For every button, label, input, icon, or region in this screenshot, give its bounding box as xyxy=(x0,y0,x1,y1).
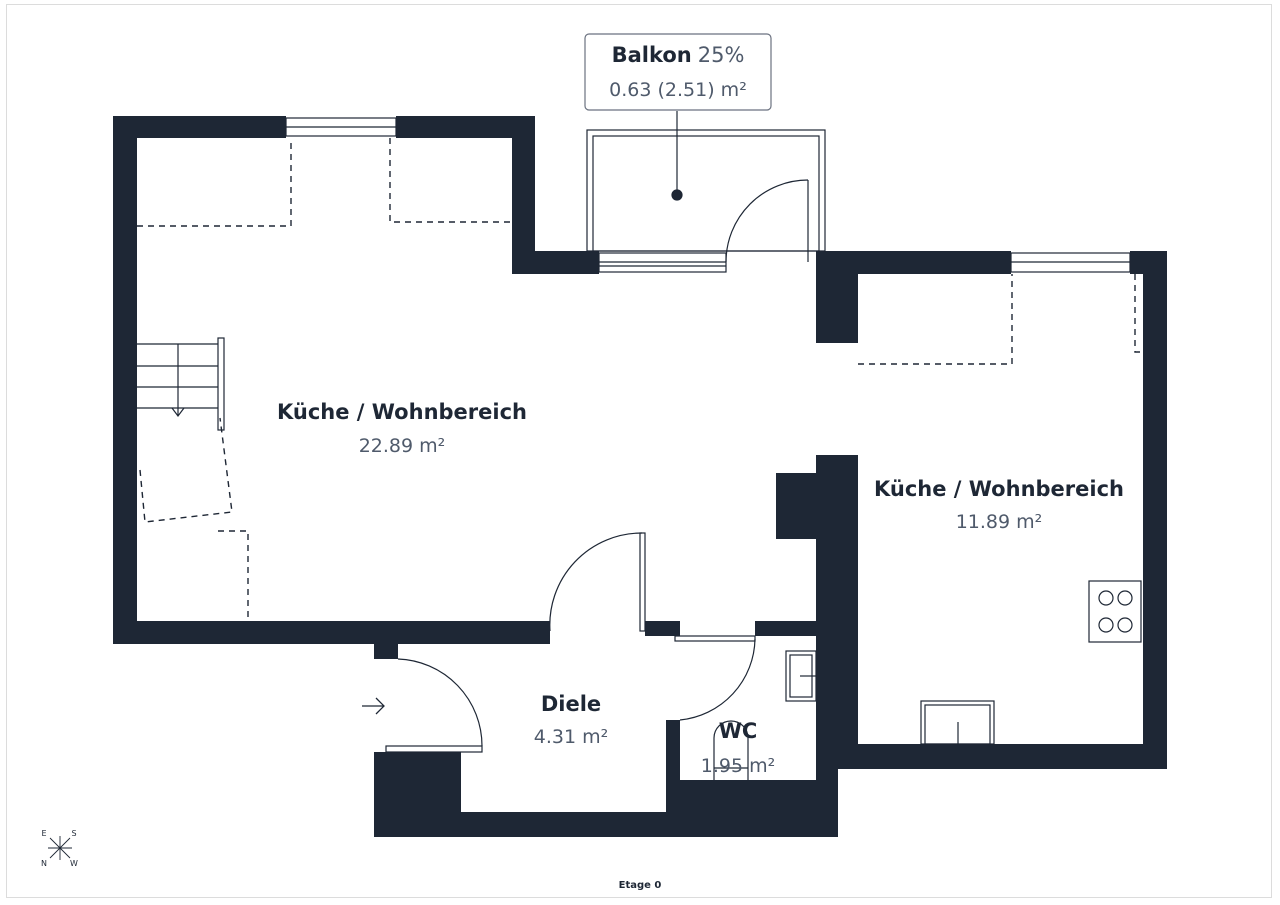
door-leaf-entrance xyxy=(385,745,483,753)
room-area-wc: 1.95 m² xyxy=(701,755,775,777)
balcony-name: Balkon xyxy=(612,43,692,67)
windows xyxy=(285,117,1131,273)
compass-west: W xyxy=(70,859,78,868)
stove-icon xyxy=(1088,580,1142,643)
dashed-outlines xyxy=(137,138,1143,621)
room-labels: Küche / Wohnbereich 22.89 m² Küche / Woh… xyxy=(277,400,1124,777)
door-leaf-diele xyxy=(639,532,646,632)
balcony-percent: 25% xyxy=(698,43,745,67)
room-area-living-2: 11.89 m² xyxy=(956,511,1043,533)
toilet-icon xyxy=(713,720,749,780)
room-area-living-1: 22.89 m² xyxy=(359,435,446,457)
floor-label: Etage 0 xyxy=(619,880,662,891)
entrance-arrow-icon xyxy=(362,697,385,715)
wc-sink-icon xyxy=(785,650,817,702)
compass-north: N xyxy=(41,859,47,868)
room-name-living-1: Küche / Wohnbereich xyxy=(277,400,527,424)
stairs xyxy=(137,337,225,431)
room-name-diele: Diele xyxy=(541,692,601,716)
compass-south: S xyxy=(71,829,76,838)
compass-east: E xyxy=(41,829,46,838)
sink-icon xyxy=(920,700,995,745)
balcony xyxy=(586,111,826,263)
page-frame xyxy=(6,4,1272,898)
room-name-living-2: Küche / Wohnbereich xyxy=(874,477,1124,501)
room-area-diele: 4.31 m² xyxy=(534,726,608,748)
balcony-area: 0.63 (2.51) m² xyxy=(609,79,747,101)
door-leaf-wc xyxy=(674,635,756,642)
walls xyxy=(113,116,1167,837)
room-name-wc: WC xyxy=(719,719,758,743)
doors xyxy=(385,532,756,753)
compass-icon: E S N W xyxy=(41,829,78,868)
